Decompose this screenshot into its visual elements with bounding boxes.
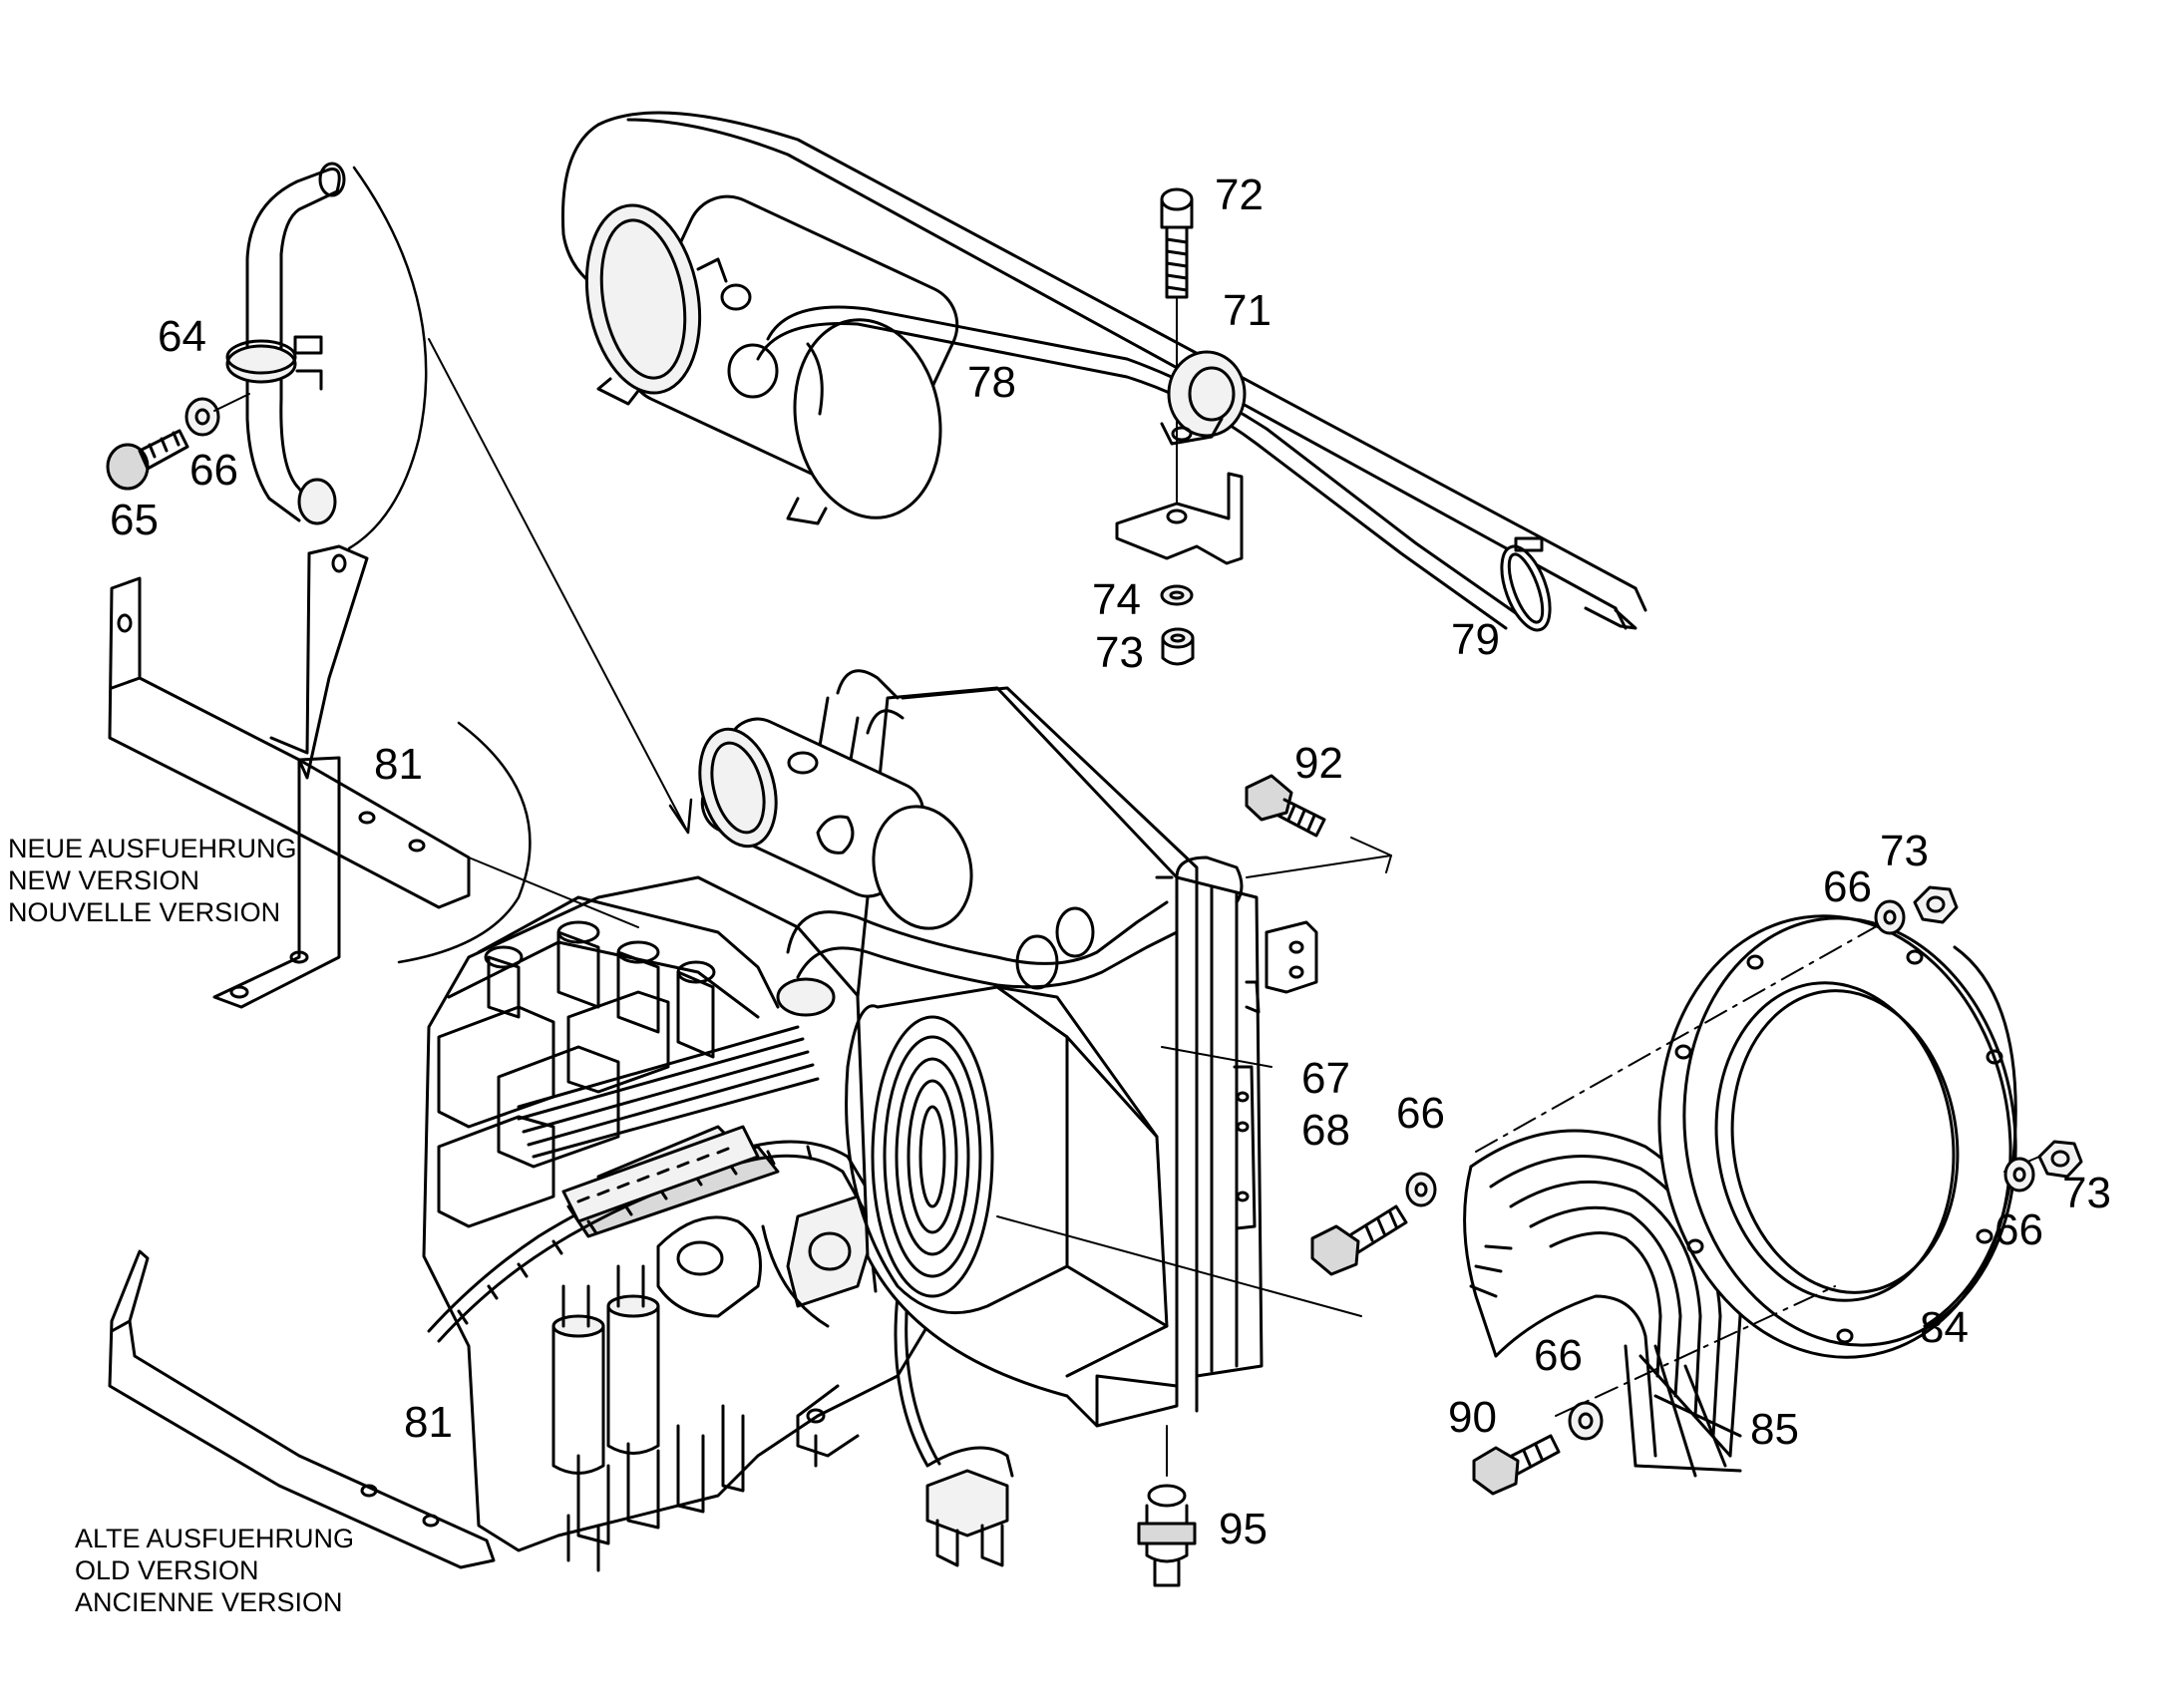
leader-line xyxy=(213,393,250,412)
part-label-73: 73 xyxy=(1880,827,1929,875)
part-label-78: 78 xyxy=(967,358,1016,407)
leader-arrow xyxy=(428,338,689,834)
radiator-assembly xyxy=(698,669,1318,1428)
part-label-71: 71 xyxy=(1223,286,1272,335)
bolt-90 xyxy=(1472,1434,1561,1496)
part-label-65: 65 xyxy=(110,496,159,544)
washer-66-ring-right xyxy=(2003,1157,2035,1193)
part-label-66: 66 xyxy=(1396,1089,1445,1138)
washer-66-top xyxy=(184,397,220,437)
leader-line xyxy=(1161,1046,1272,1068)
nut-73-top xyxy=(1161,627,1195,666)
fan-ring-84 xyxy=(1657,914,2017,1359)
old-version-de: ALTE AUSFUEHRUNG xyxy=(75,1524,355,1553)
part-label-73: 73 xyxy=(1095,628,1144,677)
part-label-72: 72 xyxy=(1215,171,1264,219)
part-label-66: 66 xyxy=(189,446,238,495)
bolt-center xyxy=(1310,1204,1408,1276)
old-version-en: OLD VERSION xyxy=(75,1554,259,1585)
old-version-note: ALTE AUSFUEHRUNG OLD VERSION ANCIENNE VE… xyxy=(75,1524,354,1619)
center-line xyxy=(1475,926,1876,1153)
part-label-73: 73 xyxy=(2062,1169,2111,1217)
washer-66-ring-top xyxy=(1874,899,1906,935)
part-label-68: 68 xyxy=(1301,1106,1350,1155)
part-label-67: 67 xyxy=(1301,1054,1350,1103)
bracket-81-new xyxy=(108,544,471,1009)
coolant-hose-64 xyxy=(225,162,346,525)
part-label-79: 79 xyxy=(1451,615,1500,664)
engine-assembly xyxy=(422,875,1014,1572)
arrow-head xyxy=(668,798,693,835)
new-version-fr: NOUVELLE VERSION xyxy=(8,896,281,927)
leader-line xyxy=(1246,854,1392,878)
bracket-support xyxy=(1115,472,1244,565)
washer-66-lower xyxy=(1568,1401,1604,1441)
part-label-81: 81 xyxy=(404,1398,453,1447)
part-label-64: 64 xyxy=(158,312,206,361)
part-label-66: 66 xyxy=(1995,1205,2043,1254)
bolt-72 xyxy=(1160,187,1194,299)
part-label-92: 92 xyxy=(1294,739,1343,788)
break-arc xyxy=(347,166,428,550)
part-label-84: 84 xyxy=(1920,1303,1969,1352)
washer-66-center xyxy=(1405,1172,1437,1207)
bracket-81-old xyxy=(108,1249,496,1569)
part-label-85: 85 xyxy=(1750,1405,1799,1454)
part-label-81: 81 xyxy=(374,740,423,789)
nut-73-ring-top xyxy=(1913,885,1959,924)
part-label-66: 66 xyxy=(1534,1331,1583,1380)
air-filter-78 xyxy=(560,111,1647,630)
new-version-en: NEW VERSION xyxy=(8,864,200,895)
part-label-66: 66 xyxy=(1823,862,1872,911)
part-label-90: 90 xyxy=(1448,1393,1497,1442)
old-version-fr: ANCIENNE VERSION xyxy=(75,1586,343,1617)
bolt-92 xyxy=(1245,774,1326,838)
cable-tie-79 xyxy=(1500,536,1552,632)
leader-line xyxy=(1350,837,1392,873)
center-line xyxy=(1555,1285,1836,1417)
leader-line xyxy=(996,1215,1362,1317)
washer-74 xyxy=(1160,584,1194,606)
break-arc xyxy=(397,721,532,964)
leader-line xyxy=(468,856,639,928)
nut-73-ring-right xyxy=(2037,1140,2083,1179)
new-version-de: NEUE AUSFUEHRUNG xyxy=(8,834,297,863)
part-label-95: 95 xyxy=(1219,1505,1268,1553)
clamp-71 xyxy=(1160,350,1247,446)
new-version-note: NEUE AUSFUEHRUNG NEW VERSION NOUVELLE VE… xyxy=(8,834,297,929)
part-label-74: 74 xyxy=(1092,575,1141,624)
bolt-65 xyxy=(106,429,189,491)
sensor-95 xyxy=(1137,1484,1197,1587)
